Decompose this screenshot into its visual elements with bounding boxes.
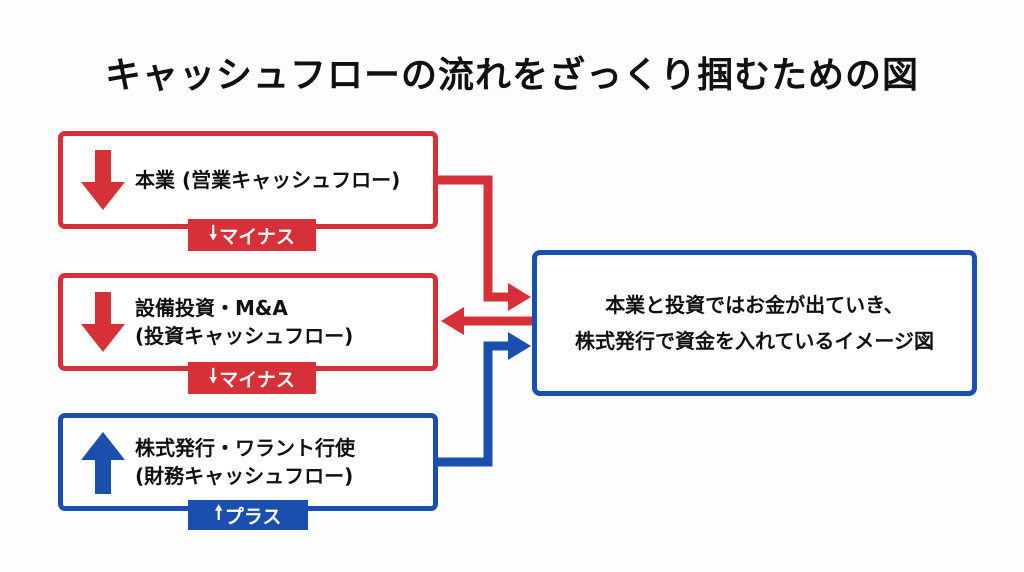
label-line: 設備投資・M&A: [135, 296, 288, 320]
badge-text: プラス: [224, 505, 282, 528]
summary-line: 株式発行で資金を入れているイメージ図: [575, 329, 934, 353]
arrow-down-icon: 🠗: [209, 365, 218, 387]
arrow-down-icon: [81, 292, 125, 352]
label-line: 株式発行・ワラント行使: [135, 436, 355, 460]
summary-box: 本業と投資ではお金が出ていき、 株式発行で資金を入れているイメージ図: [532, 250, 977, 396]
label-line: (財務キャッシュフロー): [135, 464, 354, 488]
connector-summary-to-investing: [441, 307, 532, 335]
label-line: 本業 (営業キャッシュフロー): [135, 168, 401, 192]
arrowhead-right-icon: [508, 332, 531, 360]
minus-badge: 🠗マイナス: [188, 362, 316, 394]
investing-cf-label: 設備投資・M&A (投資キャッシュフロー): [135, 278, 353, 366]
page-title: キャッシュフローの流れをざっくり掴むための図: [104, 55, 919, 96]
badge-text: マイナス: [219, 368, 295, 391]
arrow-up-icon: [81, 432, 125, 494]
connector-financing-to-summary: [438, 332, 531, 467]
operating-cf-box: 本業 (営業キャッシュフロー): [58, 131, 438, 229]
investing-cf-box: 設備投資・M&A (投資キャッシュフロー): [58, 273, 438, 371]
arrow-up-icon: 🠕: [214, 502, 223, 524]
arrowhead-right-icon: [508, 283, 531, 311]
minus-badge: 🠗マイナス: [188, 219, 316, 251]
arrowhead-left-icon: [441, 307, 464, 335]
operating-cf-label: 本業 (営業キャッシュフロー): [135, 136, 400, 224]
financing-cf-box: 株式発行・ワラント行使 (財務キャッシュフロー): [58, 413, 438, 511]
label-line: (投資キャッシュフロー): [135, 324, 354, 348]
badge-text: マイナス: [219, 225, 295, 248]
financing-cf-label: 株式発行・ワラント行使 (財務キャッシュフロー): [135, 418, 355, 506]
connector-operating-to-summary: [438, 175, 531, 311]
plus-badge: 🠕プラス: [188, 500, 308, 530]
summary-line: 本業と投資ではお金が出ていき、: [605, 293, 904, 317]
arrow-down-icon: 🠗: [209, 222, 218, 244]
arrow-down-icon: [81, 150, 125, 210]
